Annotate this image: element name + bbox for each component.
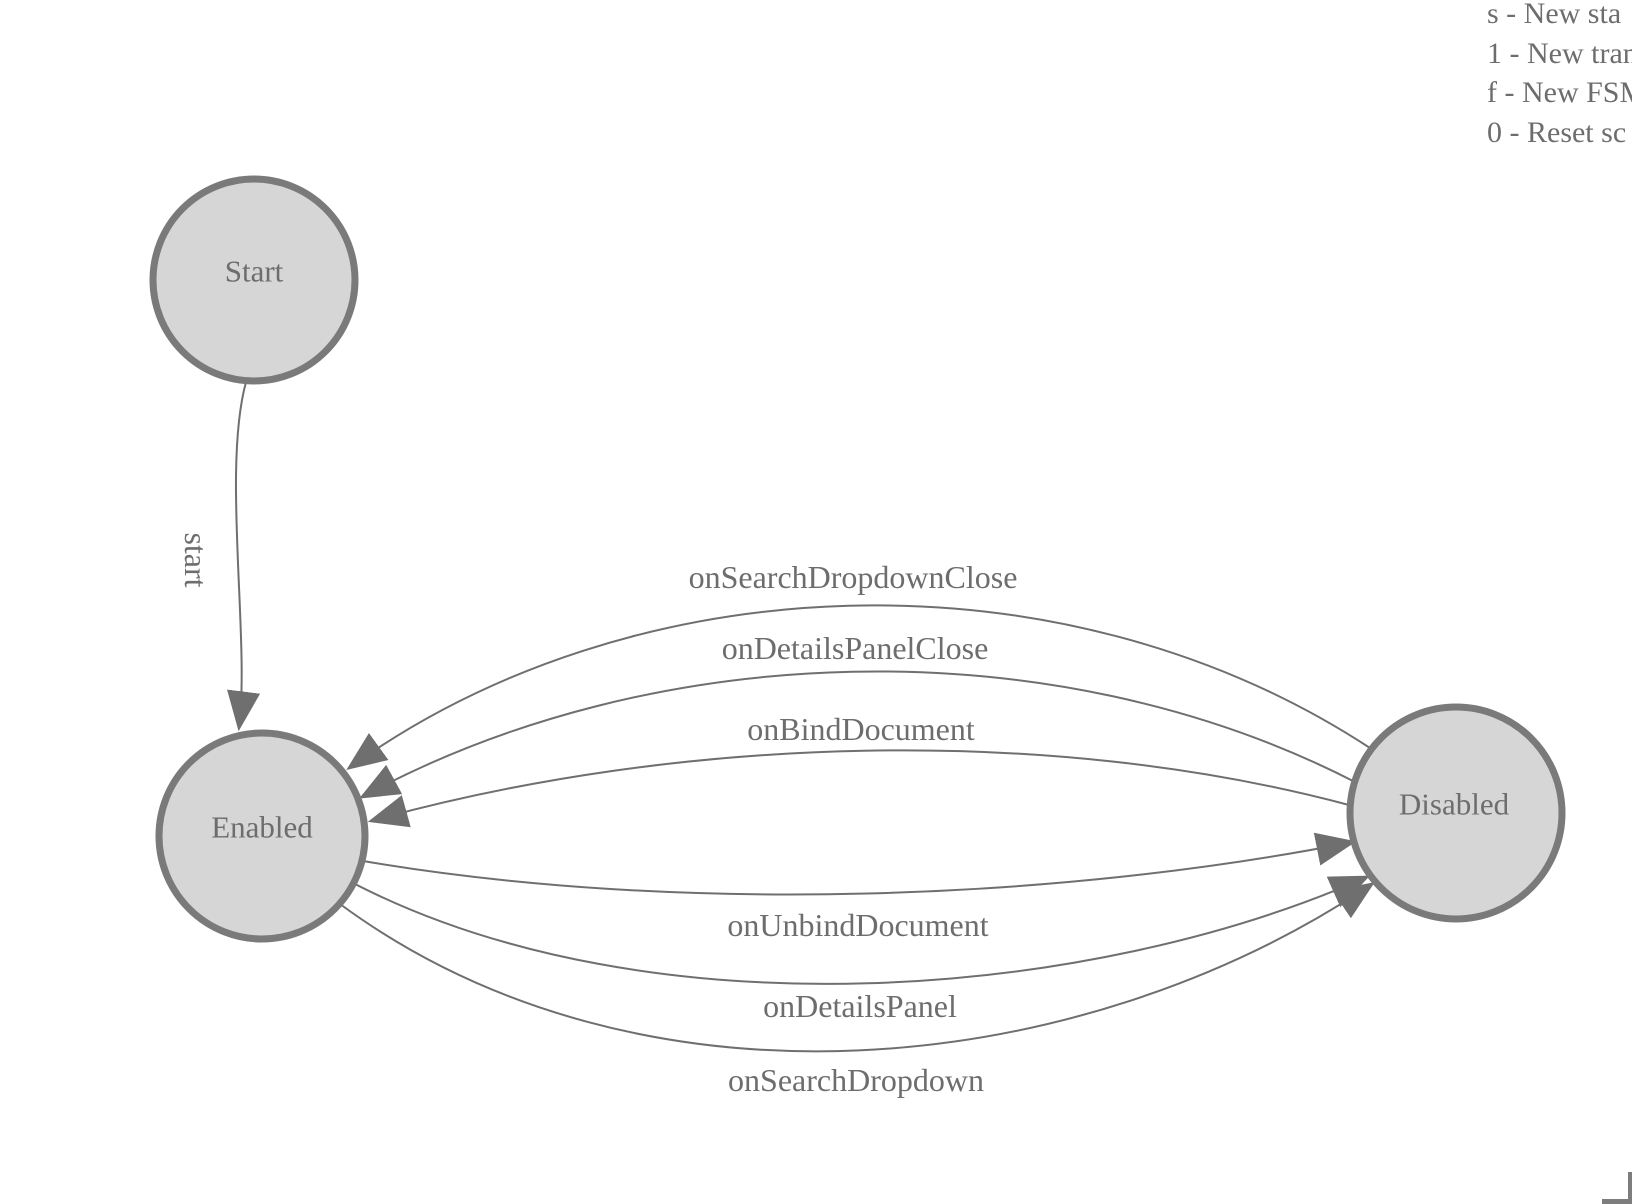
edge-label-onSearchDropdownClose: onSearchDropdownClose xyxy=(689,559,1018,595)
edge-label-onBindDocument: onBindDocument xyxy=(747,711,975,747)
edge-label-onDetailsPanelClose: onDetailsPanelClose xyxy=(722,630,989,666)
state-label-disabled: Disabled xyxy=(1399,787,1510,822)
edge-onUnbindDocument[interactable] xyxy=(362,832,1357,896)
edge-label-onDetailsPanel: onDetailsPanel xyxy=(763,988,957,1024)
state-label-start: Start xyxy=(225,254,284,289)
frame-corner-vertical xyxy=(1628,1172,1632,1204)
edge-onBindDocument[interactable] xyxy=(367,749,1350,828)
edge-label-start: start xyxy=(178,532,214,587)
edge-onSearchDropdown[interactable] xyxy=(339,882,1375,1053)
edge-onSearchDropdownClose[interactable] xyxy=(346,604,1371,770)
frame-corner-horizontal xyxy=(1602,1199,1632,1204)
shortcut-legend: s - New sta 1 - New tran f - New FSM 0 -… xyxy=(1487,0,1632,152)
state-node-start[interactable] xyxy=(149,175,359,385)
state-node-enabled[interactable] xyxy=(155,729,369,943)
edge-label-onSearchDropdown: onSearchDropdown xyxy=(728,1062,984,1098)
legend-item-new-fsm: f - New FSM xyxy=(1487,76,1632,109)
legend-item-new-state: s - New sta xyxy=(1487,0,1622,30)
edge-onDetailsPanelClose[interactable] xyxy=(359,670,1356,799)
edge-onDetailsPanel[interactable] xyxy=(354,875,1371,985)
state-label-enabled: Enabled xyxy=(211,810,313,845)
legend-item-reset: 0 - Reset sc xyxy=(1487,115,1627,149)
legend-item-new-transition: 1 - New tran xyxy=(1487,36,1632,70)
edge-label-onUnbindDocument: onUnbindDocument xyxy=(727,907,988,943)
state-node-disabled[interactable] xyxy=(1346,703,1566,923)
edge-start[interactable] xyxy=(226,381,261,732)
